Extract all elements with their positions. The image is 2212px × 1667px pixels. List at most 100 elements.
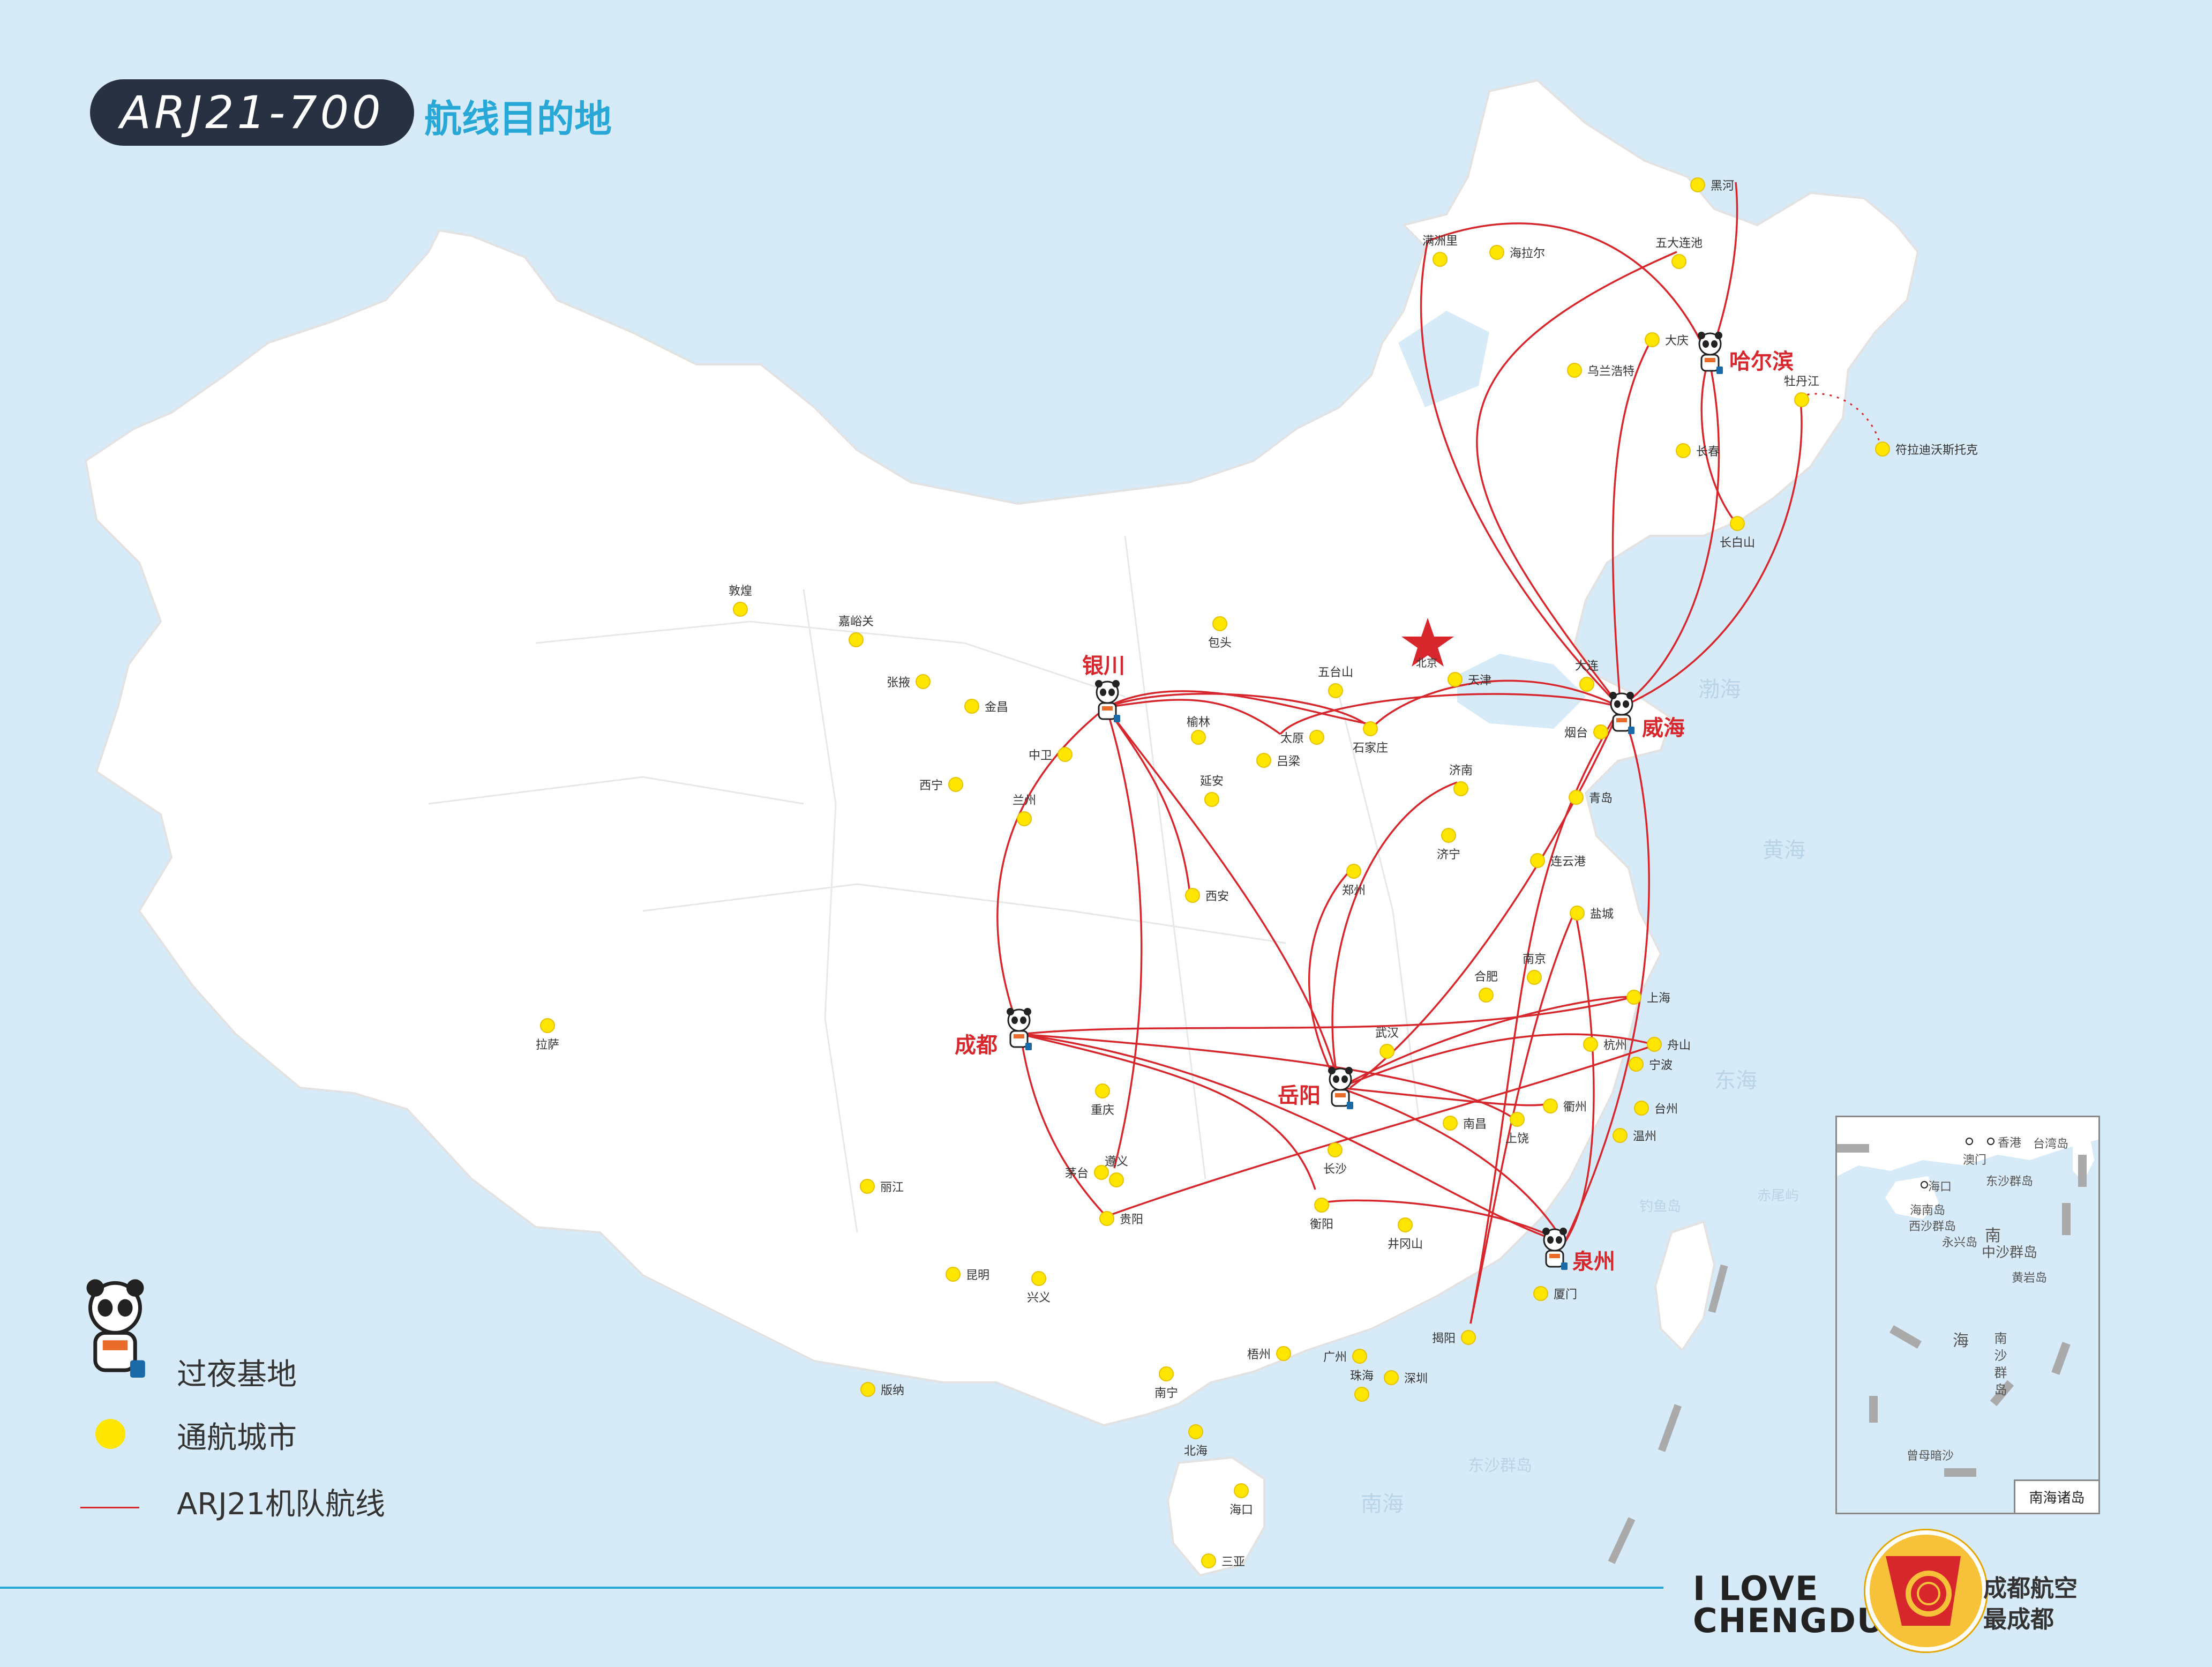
city-marker[interactable]: 包头 (1208, 616, 1232, 651)
panda-base-icon[interactable] (1002, 1007, 1036, 1053)
city-marker[interactable]: 石家庄 (1353, 721, 1388, 756)
city-marker[interactable]: 西安 (1185, 887, 1229, 904)
city-marker[interactable]: 五台山 (1318, 663, 1353, 698)
city-marker[interactable]: 大连 (1575, 656, 1599, 692)
city-marker[interactable]: 梧州 (1247, 1345, 1292, 1362)
city-marker[interactable]: 南京 (1523, 950, 1546, 985)
city-dot-icon (1645, 332, 1660, 347)
city-marker[interactable]: 合肥 (1474, 967, 1498, 1003)
city-marker[interactable]: 盐城 (1570, 904, 1614, 922)
panda-base-icon[interactable] (1604, 691, 1639, 737)
city-marker[interactable]: 温州 (1613, 1127, 1656, 1144)
city-marker[interactable]: 满洲里 (1422, 231, 1458, 267)
city-marker[interactable]: 郑州 (1342, 864, 1366, 898)
city-marker[interactable]: 西宁 (919, 776, 964, 793)
inset-place-label: 东沙群岛 (1986, 1175, 2034, 1188)
city-marker[interactable]: 济宁 (1437, 828, 1460, 862)
city-marker[interactable]: 长春 (1676, 442, 1720, 459)
city-marker[interactable]: 台州 (1634, 1100, 1678, 1117)
city-marker[interactable]: 连云港 (1530, 852, 1586, 869)
city-marker[interactable]: 昆明 (946, 1266, 989, 1283)
route (1420, 241, 1622, 708)
city-marker[interactable]: 南昌 (1443, 1115, 1487, 1132)
city-marker[interactable]: 丽江 (860, 1178, 904, 1195)
city-marker[interactable]: 重庆 (1091, 1083, 1114, 1118)
panda-base-icon[interactable] (1538, 1227, 1572, 1273)
city-marker[interactable]: 海拉尔 (1489, 244, 1545, 261)
city-marker[interactable]: 茅台 (1065, 1164, 1109, 1181)
city-dot-icon (946, 1267, 961, 1282)
svg-text:黄海: 黄海 (1763, 838, 1805, 863)
svg-text:东沙群岛: 东沙群岛 (1468, 1456, 1532, 1475)
city-marker[interactable]: 敦煌 (729, 581, 752, 617)
brand-slogan: 成都航空 最成都 (1983, 1573, 2078, 1635)
city-marker[interactable]: 兰州 (1013, 791, 1036, 826)
city-marker[interactable]: 乌兰浩特 (1567, 362, 1634, 379)
route (1019, 1034, 1107, 1217)
city-marker[interactable]: 榆林 (1187, 713, 1210, 747)
brand-slogan-line1: 成都航空 (1983, 1575, 2078, 1602)
city-marker[interactable]: 遵义 (1105, 1152, 1128, 1187)
city-marker[interactable]: 嘉峪关 (838, 612, 874, 647)
city-marker[interactable]: 黑河 (1690, 176, 1734, 193)
city-marker[interactable]: 天津 (1448, 671, 1491, 688)
city-dot-icon (1567, 363, 1582, 378)
city-marker[interactable]: 北海 (1184, 1424, 1208, 1459)
city-marker[interactable]: 宁波 (1629, 1056, 1673, 1073)
city-marker[interactable]: 长沙 (1323, 1142, 1347, 1177)
city-dot-icon (1109, 1172, 1124, 1187)
city-marker[interactable]: 上饶 (1505, 1112, 1529, 1146)
city-marker[interactable]: 兴义 (1027, 1271, 1051, 1305)
city-marker[interactable]: 中卫 (1029, 746, 1073, 763)
city-marker[interactable]: 大庆 (1645, 331, 1689, 348)
city-marker[interactable]: 上海 (1626, 989, 1670, 1006)
base-label: 银川 (1082, 654, 1125, 678)
city-marker[interactable]: 拉萨 (536, 1018, 559, 1052)
route (1619, 358, 1720, 708)
panda-base-icon[interactable] (1323, 1066, 1358, 1112)
city-marker[interactable]: 武汉 (1375, 1023, 1399, 1059)
city-dot-icon (733, 602, 748, 617)
city-marker[interactable]: 吕梁 (1256, 752, 1300, 769)
city-marker[interactable]: 济南 (1449, 761, 1473, 796)
city-marker[interactable]: 广州 (1323, 1348, 1368, 1365)
inset-place-label: 澳门 (1963, 1154, 1987, 1167)
panda-base-icon[interactable] (1693, 331, 1727, 377)
brand-love-text: I LOVE (1693, 1569, 1819, 1608)
city-dot-icon (540, 1018, 555, 1033)
city-marker[interactable]: 金昌 (964, 698, 1008, 715)
city-marker[interactable]: 版纳 (860, 1381, 904, 1398)
inset-map (1837, 1117, 2098, 1513)
city-marker[interactable]: 延安 (1200, 772, 1224, 807)
bohai-sea (1457, 654, 1586, 729)
city-marker[interactable]: 厦门 (1533, 1285, 1577, 1302)
city-marker[interactable]: 贵阳 (1099, 1210, 1143, 1227)
city-marker[interactable]: 烟台 (1564, 723, 1609, 741)
inset-place-label: 海南岛 (1910, 1204, 1946, 1217)
city-marker[interactable]: 太原 (1280, 729, 1325, 746)
city-marker[interactable]: 杭州 (1583, 1036, 1627, 1053)
city-marker[interactable]: 井冈山 (1388, 1217, 1423, 1252)
city-marker[interactable]: 三亚 (1201, 1552, 1245, 1569)
city-marker[interactable]: 舟山 (1647, 1036, 1691, 1053)
city-marker[interactable]: 青岛 (1569, 789, 1613, 806)
city-marker[interactable]: 五大连池 (1655, 234, 1703, 269)
city-dot-icon (916, 674, 931, 689)
city-marker[interactable]: 衢州 (1543, 1097, 1587, 1115)
city-dot-icon (1579, 677, 1594, 692)
city-marker[interactable]: 衡阳 (1310, 1198, 1333, 1232)
city-marker[interactable]: 符拉迪沃斯托克 (1875, 440, 1978, 458)
city-marker[interactable]: 张掖 (887, 673, 931, 690)
city-marker[interactable]: 揭阳 (1432, 1329, 1476, 1346)
city-marker[interactable]: 南宁 (1154, 1366, 1178, 1401)
city-marker[interactable]: 长白山 (1720, 516, 1755, 550)
city-marker[interactable]: 深圳 (1384, 1369, 1428, 1386)
city-marker[interactable]: 海口 (1229, 1483, 1253, 1518)
city-dot-icon (1017, 811, 1032, 826)
inset-place-label: 海口 (1928, 1180, 1952, 1194)
panda-base-icon[interactable] (1090, 679, 1124, 726)
city-dot-icon (948, 777, 964, 792)
route (1339, 996, 1634, 1089)
city-marker[interactable]: 珠海 (1350, 1366, 1374, 1402)
city-marker[interactable]: 牡丹江 (1784, 372, 1819, 407)
